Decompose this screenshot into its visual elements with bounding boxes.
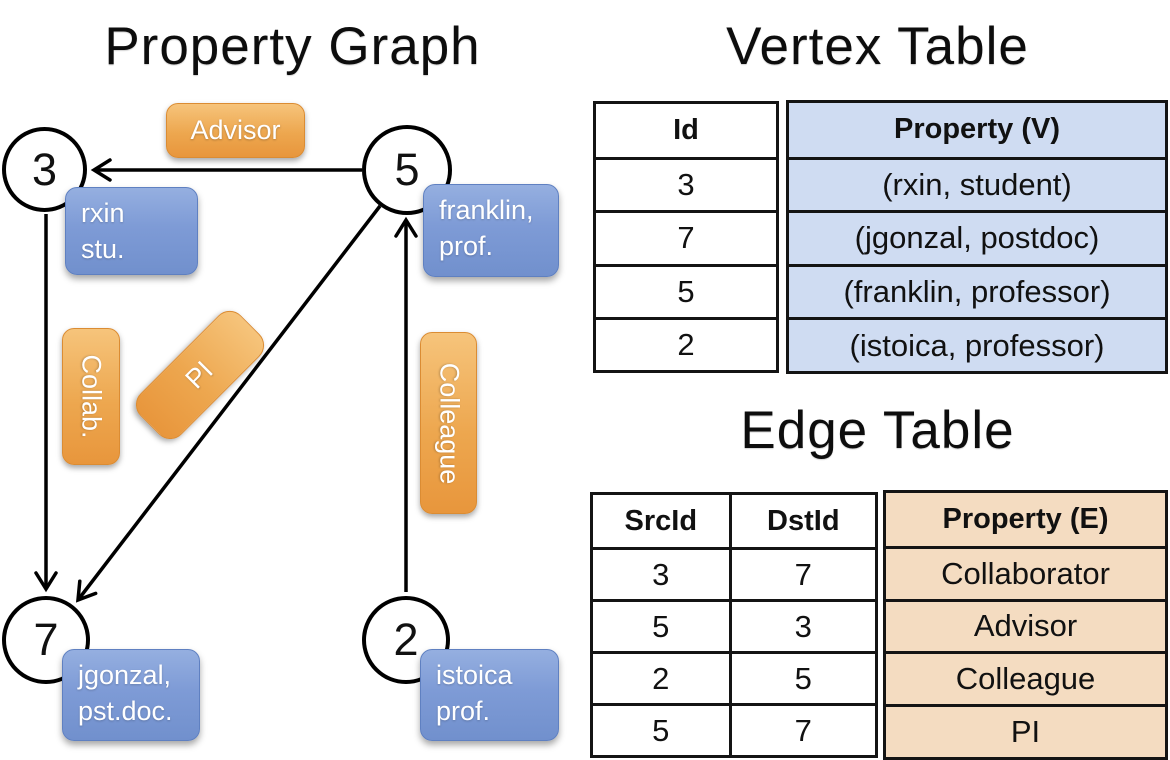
vertex-table-id-column: Id 3 7 5 2: [593, 101, 779, 373]
edge-table-cell-src: 5: [593, 599, 729, 651]
vertex-property-line1: rxin: [81, 198, 125, 228]
edge-table-header-dstid: DstId: [728, 495, 875, 547]
vertex-id-label: 3: [31, 143, 58, 195]
vertex-table-title: Vertex Table: [726, 17, 1029, 76]
edge-table-header-property: Property (E): [942, 502, 1109, 535]
vertex-property-line1: franklin,: [439, 195, 534, 225]
vertex-table-cell-property: (jgonzal, postdoc): [789, 210, 1165, 264]
vertex-table-property-column: Property (V) (rxin, student) (jgonzal, p…: [786, 100, 1168, 374]
edge-pill-label: Advisor: [190, 115, 281, 145]
graph-edges-layer: [34, 158, 418, 603]
edge-pill-label: PI: [180, 355, 220, 395]
edge-table-header-srcid: SrcId: [624, 504, 698, 537]
vertex-property-line2: prof.: [436, 695, 491, 726]
edge-table-src-dst-columns: SrcId DstId 3 7 5 3 2 5 5 7: [590, 492, 878, 758]
edge-table-cell-dst: 7: [728, 547, 875, 599]
vertex-property-box-2: istoica prof.: [420, 649, 559, 741]
vertex-table-header-property: Property (V): [894, 113, 1060, 146]
vertex-property-line2: prof.: [439, 230, 494, 261]
vertex-table-cell-property: (istoica, professor): [789, 317, 1165, 371]
vertex-id-label: 5: [394, 144, 420, 195]
edge-table-cell-src: 3: [593, 547, 729, 599]
vertex-table-cell-property: (franklin, professor): [789, 263, 1165, 318]
edge-table-cell-property: PI: [886, 704, 1165, 757]
edge-pill-collab: Collab.: [62, 328, 120, 465]
vertex-property-box-5: franklin, prof.: [423, 184, 559, 277]
vertex-table-cell-property: (rxin, student): [789, 156, 1165, 211]
edge-table-title: Edge Table: [740, 401, 1015, 460]
edge-table-property-column: Property (E) Collaborator Advisor Collea…: [883, 490, 1168, 760]
vertex-property-line1: istoica: [436, 660, 513, 690]
vertex-property-line2: stu.: [81, 233, 125, 264]
edge-line-pi-5-to-7: [75, 204, 382, 603]
vertex-table-cell-id: 2: [596, 316, 776, 370]
edge-pill-label: Colleague: [434, 362, 464, 484]
edge-table-cell-dst: 3: [728, 599, 875, 651]
edge-table-cell-property: Colleague: [886, 651, 1165, 704]
vertex-property-line2: pst.doc.: [78, 695, 173, 726]
vertex-circle-5: 5: [362, 125, 452, 215]
vertex-property-box-7: jgonzal, pst.doc.: [62, 649, 200, 741]
vertex-circle-2: 2: [362, 596, 450, 684]
edge-table-cell-property: Collaborator: [886, 545, 1165, 599]
edge-table-cell-property: Advisor: [886, 598, 1165, 652]
vertex-table-cell-id: 7: [596, 210, 776, 263]
property-graph-title: Property Graph: [104, 17, 481, 76]
edge-table-cell-dst: 7: [728, 703, 875, 755]
edge-pill-colleague: Colleague: [420, 332, 477, 514]
edge-table-cell-dst: 5: [728, 651, 875, 703]
vertex-table-cell-id: 5: [596, 263, 776, 317]
vertex-id-label: 2: [393, 614, 419, 665]
vertex-id-label: 7: [33, 614, 59, 665]
vertex-property-box-3: rxin stu.: [65, 187, 198, 275]
vertex-table-header-id: Id: [673, 114, 699, 147]
edge-pill-advisor: Advisor: [166, 103, 305, 158]
edge-table-cell-src: 2: [593, 651, 729, 703]
vertex-table-cell-id: 3: [596, 157, 776, 210]
vertex-property-line1: jgonzal,: [78, 660, 172, 690]
edge-table-cell-src: 5: [593, 703, 729, 755]
edge-pill-label: Collab.: [76, 354, 107, 439]
